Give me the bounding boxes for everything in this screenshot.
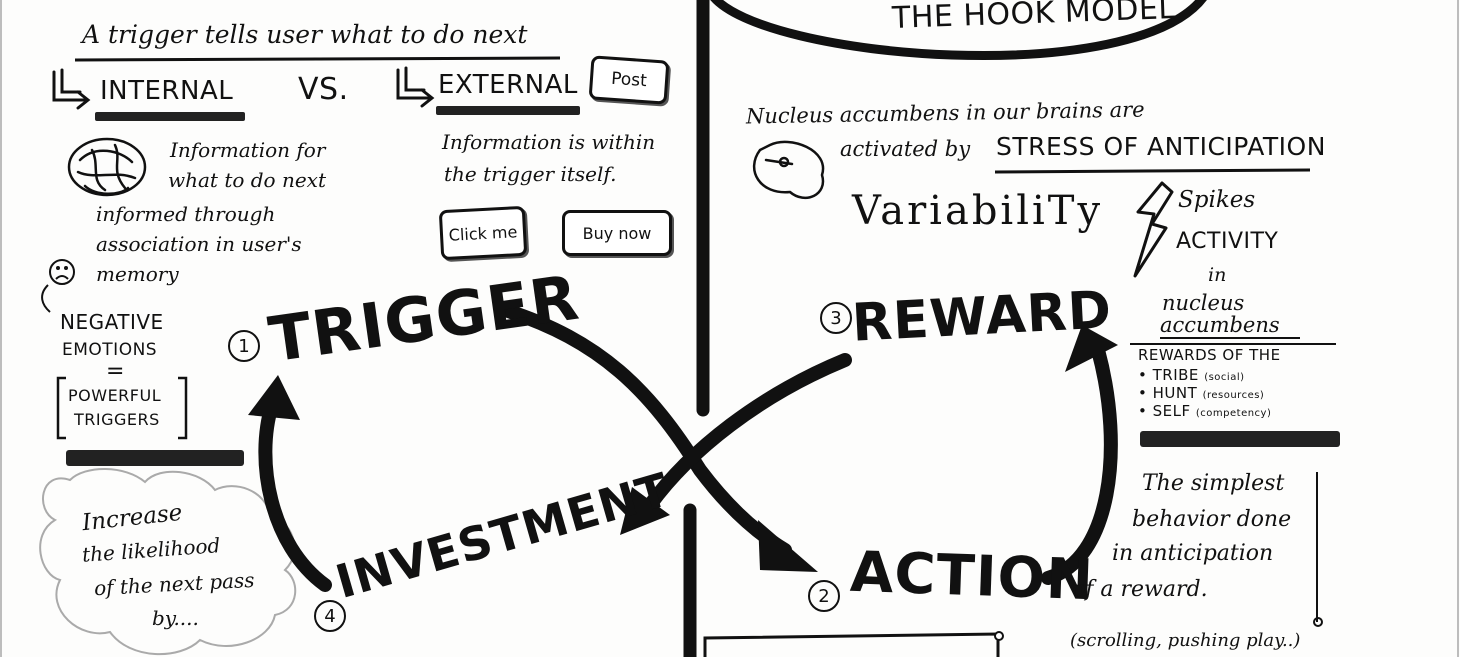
trigger-to-action-arrow bbox=[498, 303, 792, 557]
spikes-line-4: nucleus bbox=[1162, 291, 1245, 315]
stage-2-number: 2 bbox=[808, 580, 840, 612]
reward-item-tribe: • TRIBE (social) bbox=[1138, 366, 1245, 384]
thought-cloud bbox=[39, 468, 297, 656]
investment-to-trigger-arrowhead bbox=[248, 375, 300, 420]
stress-of-anticipation-label: STRESS OF ANTICIPATION bbox=[996, 132, 1326, 161]
action-desc-line-2: behavior done bbox=[1132, 507, 1292, 532]
stage-3-number: 3 bbox=[820, 302, 852, 334]
brain-icon bbox=[67, 137, 147, 197]
internal-desc-line-1: Information for bbox=[170, 138, 326, 162]
vs-label: VS. bbox=[298, 72, 349, 107]
spikes-line-5: accumbens bbox=[1160, 313, 1280, 337]
external-underline-bar bbox=[436, 106, 580, 115]
action-desc-line-1: The simplest bbox=[1142, 471, 1285, 496]
right-bracket bbox=[178, 376, 188, 440]
investment-to-trigger-arrow bbox=[258, 398, 332, 592]
external-desc-line-1: Information is within bbox=[442, 130, 656, 154]
rewards-heading: REWARDS OF THE bbox=[1138, 346, 1281, 364]
negative-emotions-bar bbox=[66, 450, 244, 466]
bottom-box bbox=[703, 632, 1000, 657]
bottom-box-corner bbox=[994, 631, 1004, 641]
stage-1-number: 1 bbox=[228, 330, 260, 362]
external-label: EXTERNAL bbox=[438, 70, 578, 100]
action-examples: (scrolling, pushing play..) bbox=[1070, 630, 1301, 651]
action-desc-line-3: in anticipation bbox=[1112, 541, 1274, 566]
buy-now-button[interactable]: Buy now bbox=[562, 210, 672, 256]
sad-face-icon bbox=[49, 259, 75, 285]
powerful-triggers-line-2: TRIGGERS bbox=[74, 410, 160, 429]
trigger-to-action-arrowhead bbox=[758, 520, 818, 572]
stage-3-label: REWARD bbox=[850, 280, 1114, 354]
internal-underline-bar bbox=[95, 112, 245, 121]
left-bracket bbox=[56, 376, 66, 440]
action-desc-line-4: of a reward. bbox=[1072, 577, 1208, 602]
internal-label: INTERNAL bbox=[100, 76, 234, 106]
powerful-triggers-line-1: POWERFUL bbox=[68, 386, 162, 405]
nucleus-line-2: activated by bbox=[840, 137, 971, 161]
reward-to-investment-arrow bbox=[643, 353, 852, 512]
title-oval bbox=[710, 0, 1207, 60]
internal-desc-line-4: association in user's bbox=[96, 232, 302, 256]
external-arrow-icon bbox=[396, 66, 435, 108]
spikes-line-1: Spikes bbox=[1178, 187, 1256, 213]
external-desc-line-2: the trigger itself. bbox=[444, 162, 617, 186]
investment-note-line-4: by.... bbox=[152, 606, 199, 630]
spikes-line-2: ACTIVITY bbox=[1176, 229, 1279, 254]
internal-desc-line-2: what to do next bbox=[168, 168, 326, 192]
action-desc-bracket-end bbox=[1313, 617, 1323, 627]
heading-underline bbox=[74, 56, 561, 62]
variability-label: VariabiliTy bbox=[852, 188, 1104, 234]
reward-to-investment-arrowhead bbox=[620, 487, 670, 535]
action-to-reward-arrow bbox=[1041, 343, 1118, 585]
stage-4-number: 4 bbox=[314, 600, 346, 632]
internal-arrow-icon bbox=[52, 68, 91, 110]
negative-emotions-line-1: NEGATIVE bbox=[60, 310, 164, 334]
internal-desc-line-5: memory bbox=[96, 262, 179, 286]
nucleus-brain-icon bbox=[752, 140, 825, 200]
reward-item-hunt: • HUNT (resources) bbox=[1138, 383, 1265, 402]
post-button[interactable]: Post bbox=[588, 55, 670, 105]
stress-underline bbox=[994, 168, 1311, 174]
negative-emotions-line-2: EMOTIONS bbox=[62, 340, 158, 360]
stage-2-label: ACTION bbox=[848, 539, 1096, 614]
lightning-bolt-icon bbox=[1133, 181, 1174, 278]
spikes-line-3: in bbox=[1208, 264, 1227, 286]
internal-desc-line-3: informed through bbox=[96, 202, 276, 226]
trigger-heading: A trigger tells user what to do next bbox=[82, 20, 528, 49]
reward-item-self: • SELF (competency) bbox=[1138, 401, 1272, 420]
rewards-bar bbox=[1140, 431, 1340, 447]
click-me-button[interactable]: Click me bbox=[438, 205, 528, 261]
equals-sign: = bbox=[106, 359, 125, 384]
rewards-list: • TRIBE (social) • HUNT (resources) • SE… bbox=[1138, 366, 1272, 420]
emotion-pointer-arrow bbox=[41, 284, 51, 313]
action-to-reward-arrowhead bbox=[1065, 325, 1118, 372]
